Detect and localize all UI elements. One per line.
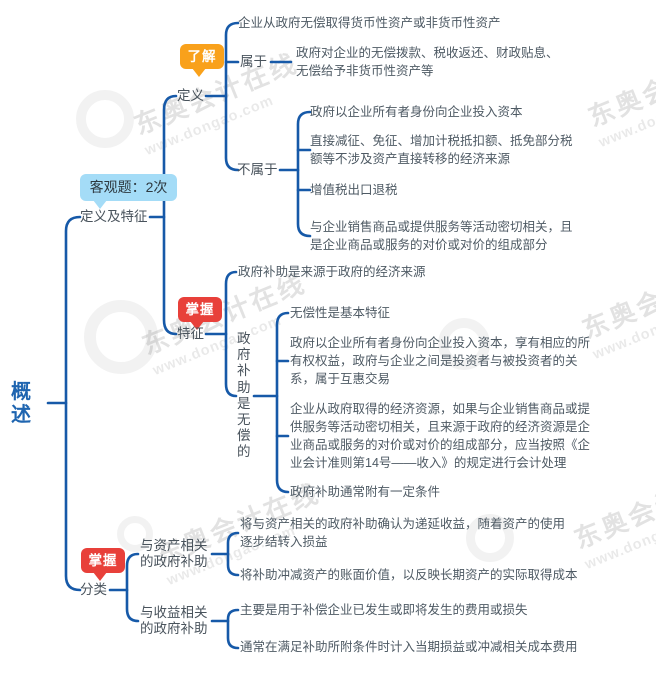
badge-pointer	[190, 321, 204, 330]
badge-pointer	[192, 68, 206, 77]
badge-master-classification[interactable]: 掌握	[81, 548, 125, 573]
leaf-gratuitous-item-2[interactable]: 政府以企业所有者身份向企业投入资本，享有相应的所有权权益，政府与企业之间是投资者…	[290, 336, 591, 386]
leaf-gratuitous-item-4[interactable]: 政府补助通常附有一定条件	[290, 485, 441, 499]
node-asset-related-subsidy[interactable]: 与资产相关的政府补助	[140, 538, 208, 569]
leaf-belongs-item[interactable]: 政府对企业的无偿拨款、税收返还、财政贴息、无偿给予非货币性资产等	[296, 46, 559, 78]
leaf-gratuitous-item-1[interactable]: 无偿性是基本特征	[290, 306, 391, 320]
node-belongs[interactable]: 属于	[240, 54, 267, 69]
leaf-asset-related-item-1[interactable]: 将与资产相关的政府补助确认为递延收益，随着资产的使用逐步结转入损益	[240, 517, 566, 549]
leaf-gratuitous-item-3[interactable]: 企业从政府取得的经济资源，如果与企业销售商品或提供服务等活动密切相关，且来源于政…	[290, 402, 591, 470]
node-classification[interactable]: 分类	[80, 582, 107, 597]
leaf-not-belongs-item-3[interactable]: 增值税出口退税	[310, 183, 398, 197]
node-subsidy-is-gratuitous[interactable]: 政府补助是无偿的	[237, 331, 251, 460]
node-definition-and-features[interactable]: 定义及特征	[80, 209, 148, 224]
leaf-not-belongs-item-2[interactable]: 直接减征、免征、增加计税抵扣额、抵免部分税额等不涉及资产直接转移的经济来源	[310, 134, 573, 166]
leaf-asset-related-item-2[interactable]: 将补助冲减资产的账面价值，以反映长期资产的实际取得成本	[240, 568, 578, 582]
badge-objective-questions[interactable]: 客观题：2次	[80, 174, 177, 201]
node-income-related-subsidy[interactable]: 与收益相关的政府补助	[140, 605, 208, 636]
leaf-income-related-item-2[interactable]: 通常在满足补助所附条件时计入当期损益或冲减相关成本费用	[240, 640, 578, 654]
badge-master-features[interactable]: 掌握	[178, 297, 222, 322]
badge-pointer	[93, 200, 107, 209]
node-definition[interactable]: 定义	[177, 88, 204, 103]
node-overview-root[interactable]: 概述	[11, 381, 32, 426]
badge-understand[interactable]: 了解	[180, 44, 224, 69]
node-not-belongs[interactable]: 不属于	[237, 162, 278, 177]
node-features[interactable]: 特征	[177, 326, 204, 341]
leaf-not-belongs-item-4[interactable]: 与企业销售商品或提供服务等活动密切相关，且是企业商品或服务的对价或对价的组成部分	[310, 220, 573, 252]
leaf-definition-top-item[interactable]: 企业从政府无偿取得货币性资产或非货币性资产	[238, 16, 501, 30]
badge-pointer	[93, 572, 107, 581]
leaf-not-belongs-item-1[interactable]: 政府以企业所有者身份向企业投入资本	[310, 105, 523, 119]
leaf-income-related-item-1[interactable]: 主要是用于补偿企业已发生或即将发生的费用或损失	[240, 603, 528, 617]
leaf-features-source-item[interactable]: 政府补助是来源于政府的经济来源	[238, 265, 426, 279]
